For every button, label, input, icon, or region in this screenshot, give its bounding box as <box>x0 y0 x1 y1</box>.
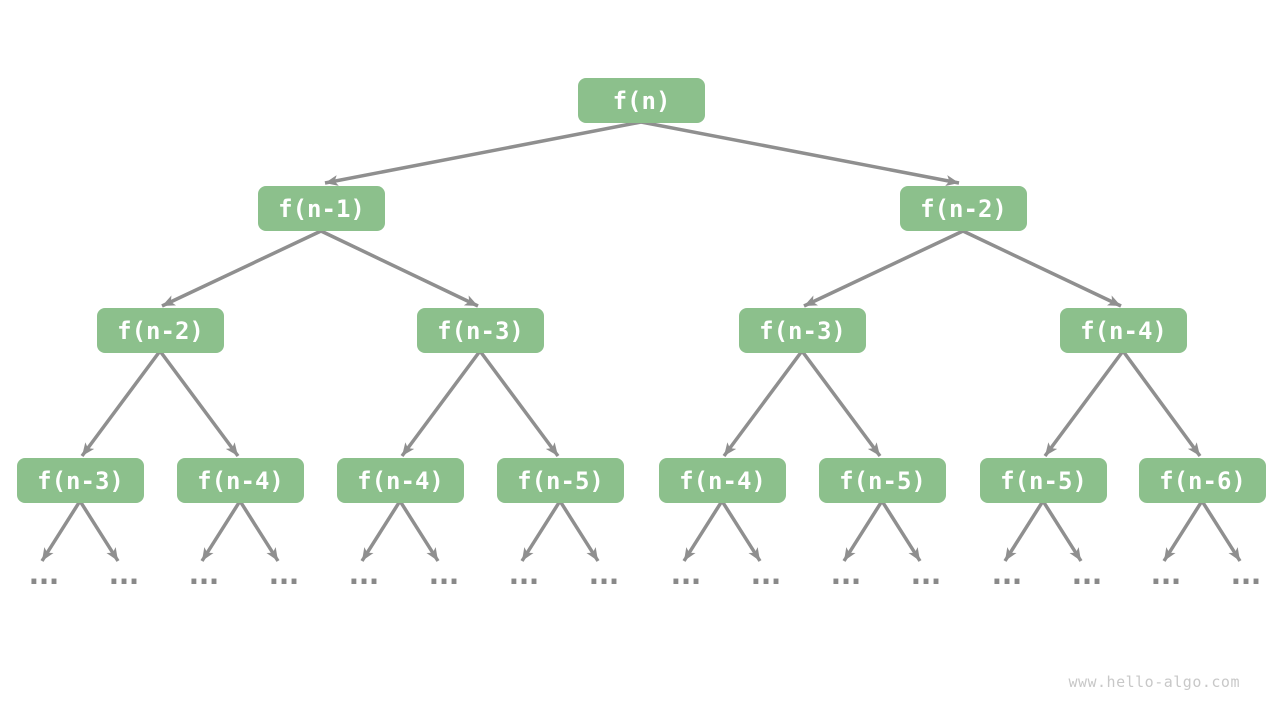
tree-edge <box>238 500 280 562</box>
tree-node-l4-0: f(n-3) <box>17 458 144 503</box>
tree-node-root: f(n) <box>578 78 705 123</box>
ellipsis: ... <box>104 557 143 592</box>
tree-edge <box>558 500 600 562</box>
ellipsis: ... <box>424 557 463 592</box>
watermark: www.hello-algo.com <box>1068 673 1240 691</box>
ellipsis: ... <box>906 557 945 592</box>
ellipsis: ... <box>344 557 383 592</box>
node-label: f(n-3) <box>37 466 124 495</box>
tree-edge <box>803 229 964 308</box>
tree-edge <box>324 120 642 186</box>
tree-edge <box>78 500 120 562</box>
ellipsis: ... <box>184 557 223 592</box>
ellipsis: ... <box>987 557 1026 592</box>
tree-edge <box>1003 500 1045 562</box>
tree-edge <box>842 500 884 562</box>
tree-node-l4-1: f(n-4) <box>177 458 304 503</box>
node-label: f(n-2) <box>920 194 1007 223</box>
tree-node-l4-7: f(n-6) <box>1139 458 1266 503</box>
tree-edge <box>682 500 724 562</box>
tree-edge <box>1041 500 1083 562</box>
tree-edge <box>398 500 440 562</box>
tree-edge <box>962 229 1122 308</box>
tree-edge <box>40 500 82 562</box>
node-label: f(n-3) <box>759 316 846 345</box>
node-label: f(n-5) <box>839 466 926 495</box>
node-label: f(n-3) <box>437 316 524 345</box>
tree-node-l4-4: f(n-4) <box>659 458 786 503</box>
ellipsis: ... <box>504 557 543 592</box>
node-label: f(n-6) <box>1159 466 1246 495</box>
tree-edge <box>880 500 922 562</box>
node-label: f(n-5) <box>517 466 604 495</box>
ellipsis: ... <box>746 557 785 592</box>
node-label: f(n-4) <box>357 466 444 495</box>
tree-node-l4-5: f(n-5) <box>819 458 946 503</box>
tree-edge <box>161 229 322 308</box>
node-label: f(n-1) <box>278 194 365 223</box>
tree-edge <box>1043 349 1125 458</box>
ellipsis: ... <box>584 557 623 592</box>
tree-edge <box>400 349 482 458</box>
tree-edge <box>158 349 240 458</box>
tree-edge <box>320 229 479 308</box>
node-label: f(n-4) <box>1080 316 1167 345</box>
tree-edge <box>1121 349 1202 458</box>
ellipsis: ... <box>1146 557 1185 592</box>
tree-edge <box>360 500 402 562</box>
tree-edge <box>80 349 162 458</box>
tree-node-l3-2: f(n-3) <box>739 308 866 353</box>
node-label: f(n-5) <box>1000 466 1087 495</box>
ellipsis: ... <box>264 557 303 592</box>
tree-node-l2-1: f(n-2) <box>900 186 1027 231</box>
ellipsis: ... <box>666 557 705 592</box>
node-label: f(n-2) <box>117 316 204 345</box>
tree-edge <box>200 500 242 562</box>
tree-edge <box>520 500 562 562</box>
tree-node-l2-0: f(n-1) <box>258 186 385 231</box>
ellipsis: ... <box>1067 557 1106 592</box>
tree-node-l3-3: f(n-4) <box>1060 308 1187 353</box>
node-label: f(n) <box>612 86 671 115</box>
tree-edge <box>800 349 882 458</box>
tree-edge <box>1162 500 1204 562</box>
tree-edge <box>722 349 804 458</box>
tree-node-l4-6: f(n-5) <box>980 458 1107 503</box>
ellipsis: ... <box>1226 557 1265 592</box>
ellipsis: ... <box>24 557 63 592</box>
node-label: f(n-4) <box>197 466 284 495</box>
node-label: f(n-4) <box>679 466 766 495</box>
ellipsis: ... <box>826 557 865 592</box>
tree-node-l3-0: f(n-2) <box>97 308 224 353</box>
tree-node-l4-2: f(n-4) <box>337 458 464 503</box>
tree-edge <box>640 120 960 186</box>
tree-edge <box>478 349 560 458</box>
tree-edge <box>720 500 762 562</box>
tree-node-l3-1: f(n-3) <box>417 308 544 353</box>
tree-node-l4-3: f(n-5) <box>497 458 624 503</box>
tree-edge <box>1200 500 1242 562</box>
